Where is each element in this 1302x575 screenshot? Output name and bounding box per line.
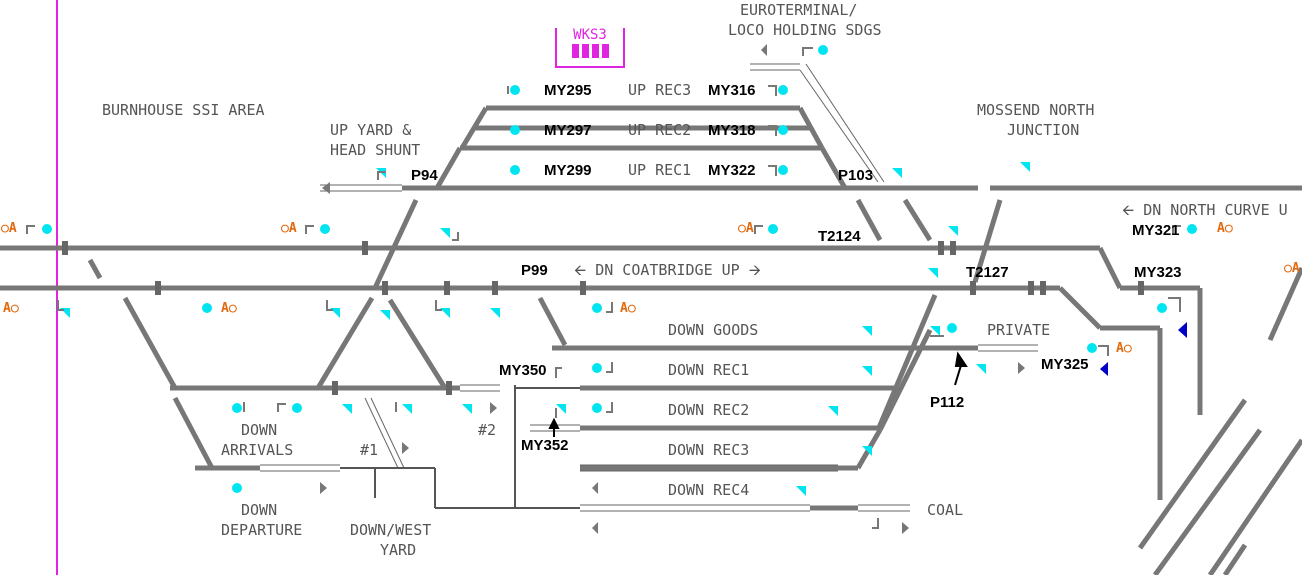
signal-label[interactable]: MY316 [708, 82, 756, 99]
left-arrow-icon: 🡨 [1122, 201, 1135, 219]
signal-label[interactable]: P112 [930, 394, 965, 411]
ramp-rec3-left [459, 106, 489, 150]
wks3-indicator [592, 44, 599, 58]
sidings [260, 63, 1038, 512]
label-hash1: #1 [360, 441, 379, 459]
oa-marker: ○A [738, 221, 754, 236]
label-junction: JUNCTION [1007, 121, 1080, 139]
ramp-rec1-left [434, 146, 463, 190]
label-hash2: #2 [478, 421, 497, 439]
oa-marker: A○ [3, 301, 19, 316]
label-up-yard: UP YARD & [330, 121, 412, 139]
left-arrow-icon: 🡨 [574, 261, 587, 279]
label-burnhouse: BURNHOUSE SSI AREA [102, 101, 265, 119]
oa-letter: A [221, 301, 229, 316]
arrow-markers [320, 44, 1025, 534]
oa-marker: A○ [1217, 221, 1233, 236]
signal-lamps [42, 45, 1197, 493]
oa-letter: A [1116, 341, 1124, 356]
oa-letter: A [620, 301, 628, 316]
pointer-arrows [548, 351, 968, 437]
label-coal: COAL [927, 501, 964, 519]
left-arrow-icon [592, 522, 598, 534]
route-triangles [60, 162, 1030, 496]
signal-label[interactable]: MY323 [1134, 264, 1182, 281]
oa-letter: A [1291, 261, 1300, 276]
blue-arrow-icon [1178, 322, 1187, 338]
right-arrow-icon [902, 522, 909, 534]
signal-label[interactable]: MY295 [544, 82, 592, 99]
oa-marker: A○ [221, 301, 237, 316]
signal-label[interactable]: P94 [411, 167, 438, 184]
wks3-panel[interactable]: WKS3 [555, 27, 625, 68]
signal-label[interactable]: MY318 [708, 122, 756, 139]
oa-marker: A○ [620, 301, 636, 316]
right-arrow-icon [490, 402, 497, 414]
signal-label[interactable]: MY325 [1041, 356, 1089, 373]
track-label-down-rec2: DOWN REC2 [668, 401, 750, 419]
oa-marker: ○A [281, 221, 297, 236]
track-label-up-rec2: UP REC2 [628, 121, 692, 139]
oa-letter: A [8, 221, 17, 236]
wks3-indicator [572, 44, 579, 58]
oa-letter: A [288, 221, 297, 236]
label-down-departure-1: DOWN [241, 501, 278, 519]
right-arrow-icon [402, 442, 409, 454]
wks3-indicator [602, 44, 609, 58]
right-arrow-icon [1018, 362, 1025, 374]
oa-marker: ○A [1284, 261, 1300, 276]
label-yard: YARD [380, 541, 417, 559]
wks3-title: WKS3 [557, 27, 623, 43]
blue-arrow-icon [1100, 362, 1108, 376]
track-label-down-rec4: DOWN REC4 [668, 481, 750, 499]
label-private: PRIVATE [987, 321, 1051, 339]
track-label-up-rec1: UP REC1 [628, 161, 692, 179]
signal-label[interactable]: P99 [521, 262, 548, 279]
signal-label[interactable]: T2127 [966, 264, 1009, 281]
label-loco-holding: LOCO HOLDING SDGS [728, 21, 882, 39]
signal-label[interactable]: T2124 [818, 228, 861, 245]
label-dn-coatbridge: 🡨 DN COATBRIDGE UP 🡪 [574, 260, 761, 280]
signal-label[interactable]: MY297 [544, 122, 592, 139]
oa-letter: A [3, 301, 11, 316]
label-down-arrivals-1: DOWN [241, 421, 278, 439]
left-arrow-icon [592, 482, 598, 494]
right-arrow-icon: 🡪 [748, 261, 761, 279]
right-arrow-icon [320, 482, 327, 494]
ramp-rec3-right [797, 106, 825, 150]
wks3-indicator [582, 44, 589, 58]
label-down-departure-2: DEPARTURE [221, 521, 303, 539]
signal-label[interactable]: P103 [838, 167, 874, 184]
track-label-up-rec3: UP REC3 [628, 81, 692, 99]
signal-posts [26, 47, 1181, 529]
signal-label[interactable]: MY299 [544, 162, 592, 179]
oa-letter: A [745, 221, 754, 236]
oa-marker: A○ [1116, 341, 1132, 356]
oa-letter: A [1217, 221, 1225, 236]
signal-label[interactable]: MY322 [708, 162, 756, 179]
label-head-shunt: HEAD SHUNT [330, 141, 421, 159]
label-dn-north-curve: 🡨 DN NORTH CURVE U [1122, 200, 1288, 220]
ramp-rec1-right [819, 146, 848, 190]
left-arrow-icon [761, 44, 767, 56]
track-lines [0, 105, 1302, 575]
track-label-down-rec1: DOWN REC1 [668, 361, 750, 379]
track-label-down-goods: DOWN GOODS [668, 321, 759, 339]
signal-label[interactable]: MY350 [499, 362, 547, 379]
track-joints [62, 241, 1144, 395]
dn-north-curve-text: DN NORTH CURVE U [1143, 201, 1288, 219]
label-down-arrivals-2: ARRIVALS [221, 441, 294, 459]
track-label-down-rec3: DOWN REC3 [668, 441, 750, 459]
blue-arrows [1100, 322, 1187, 376]
label-mossend-north: MOSSEND NORTH [977, 101, 1095, 119]
oa-marker: ○A [1, 221, 17, 236]
signal-label[interactable]: MY352 [521, 437, 569, 454]
label-down-west: DOWN/WEST [350, 521, 432, 539]
left-arrow-icon [322, 182, 330, 194]
dn-coatbridge-text: DN COATBRIDGE UP [595, 261, 740, 279]
signal-label[interactable]: MY321 [1132, 222, 1180, 239]
label-euroterminal: EUROTERMINAL/ [740, 1, 858, 19]
